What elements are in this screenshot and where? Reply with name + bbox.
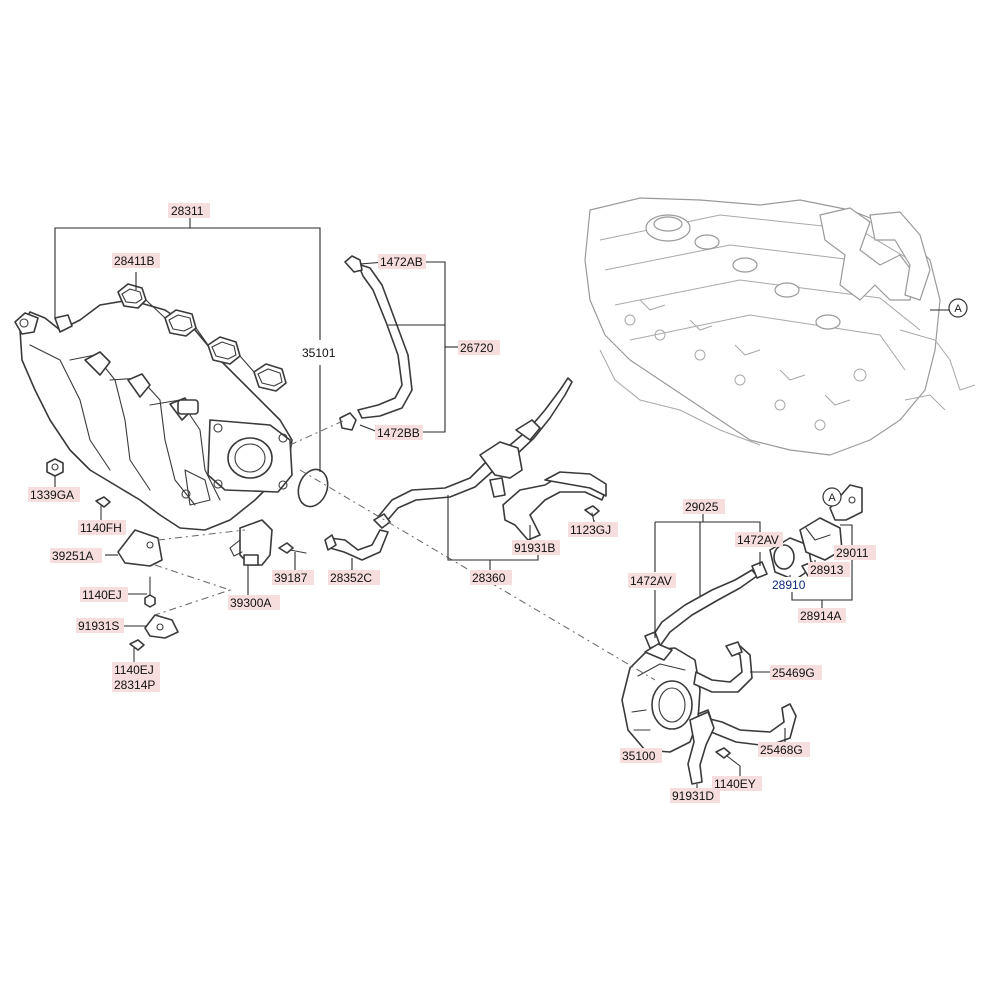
- svg-text:28910: 28910: [772, 578, 806, 592]
- svg-text:28314P: 28314P: [114, 678, 155, 692]
- bolt-39187-illustration: [278, 542, 307, 554]
- svg-text:25469G: 25469G: [772, 666, 815, 680]
- svg-text:1123GJ: 1123GJ: [570, 523, 611, 537]
- bracket-91931d-illustration: [687, 711, 715, 785]
- part-label-28910: 28910: [770, 577, 812, 592]
- intake-manifold-illustration: [14, 299, 293, 531]
- svg-text:35100: 35100: [622, 749, 656, 763]
- svg-text:35101: 35101: [302, 346, 336, 360]
- o-ring-illustration: [297, 468, 329, 508]
- part-label-35100: 35100: [620, 748, 662, 763]
- part-label-25468g: 25468G: [758, 742, 810, 757]
- part-label-1472ab: 1472AB: [378, 254, 426, 269]
- part-label-39251a: 39251A: [50, 548, 102, 563]
- breather-tube-28360-illustration: [377, 377, 573, 523]
- part-label-1140fh: 1140FH: [78, 520, 126, 535]
- part-label-1472av-lower: 1472AV: [628, 573, 676, 588]
- hose-28352c-illustration: [324, 513, 391, 561]
- coolant-hose-25469g-illustration: [693, 641, 753, 693]
- intake-gasket-illustration: [117, 283, 287, 392]
- svg-text:91931D: 91931D: [672, 789, 714, 803]
- svg-text:25468G: 25468G: [760, 743, 803, 757]
- svg-text:1140EJ: 1140EJ: [82, 588, 122, 602]
- svg-text:29011: 29011: [836, 546, 869, 560]
- part-label-28360: 28360: [470, 570, 512, 585]
- bolt-1123gj-illustration: [584, 505, 600, 523]
- bracket-91931b-illustration: [502, 471, 607, 541]
- part-label-1123gj: 1123GJ: [568, 522, 618, 537]
- part-label-1140ey: 1140EY: [712, 776, 762, 791]
- svg-text:1472AB: 1472AB: [380, 255, 423, 269]
- bracket-reference-marker: A: [822, 487, 842, 507]
- bolt-1140ey-illustration: [715, 747, 741, 767]
- valve-bracket-29011-illustration: [829, 484, 863, 521]
- svg-text:28360: 28360: [472, 571, 506, 585]
- svg-text:28352C: 28352C: [330, 571, 372, 585]
- svg-text:1140EY: 1140EY: [714, 777, 756, 791]
- map-sensor-illustration: [229, 519, 273, 566]
- throttle-body-illustration: [621, 643, 701, 753]
- svg-text:1472AV: 1472AV: [737, 533, 779, 547]
- svg-text:28311: 28311: [171, 204, 204, 218]
- engine-block-illustration: [584, 197, 976, 456]
- part-label-28913: 28913: [808, 562, 850, 577]
- svg-text:1472AV: 1472AV: [630, 574, 672, 588]
- svg-text:28913: 28913: [810, 563, 844, 577]
- part-label-28314p: 28314P: [112, 677, 160, 692]
- part-label-1472bb: 1472BB: [375, 425, 423, 440]
- part-label-35101: 35101: [300, 345, 342, 360]
- vacuum-hose-26720-illustration: [339, 255, 413, 431]
- part-label-26720: 26720: [458, 340, 500, 355]
- nut-illustration: [46, 458, 64, 477]
- svg-text:28411B: 28411B: [114, 254, 154, 268]
- part-label-28914a: 28914A: [798, 608, 846, 623]
- bolt-1140fh-illustration: [95, 496, 111, 521]
- part-label-39300a: 39300A: [228, 595, 280, 610]
- bracket-91931s-illustration: [144, 614, 179, 639]
- svg-text:91931S: 91931S: [78, 619, 119, 633]
- part-label-28352c: 28352C: [328, 570, 380, 585]
- svg-text:39300A: 39300A: [230, 596, 271, 610]
- part-label-91931b: 91931B: [512, 540, 560, 555]
- svg-text:28914A: 28914A: [800, 609, 841, 623]
- svg-text:29025: 29025: [685, 500, 719, 514]
- svg-text:26720: 26720: [460, 341, 494, 355]
- svg-text:1140FH: 1140FH: [80, 521, 122, 535]
- bracket-39251a-illustration: [117, 529, 163, 567]
- part-label-91931d: 91931D: [670, 788, 720, 803]
- svg-text:1472BB: 1472BB: [377, 426, 420, 440]
- part-label-39187: 39187: [272, 570, 314, 585]
- engine-reference-marker: A: [930, 298, 968, 318]
- svg-text:39251A: 39251A: [52, 549, 93, 563]
- part-label-1140ej-upper: 1140EJ: [80, 587, 128, 602]
- purge-hose-29025-illustration: [644, 561, 768, 649]
- part-label-1140ej-lower: 1140EJ: [112, 662, 160, 677]
- svg-text:39187: 39187: [274, 571, 308, 585]
- part-label-1472av-upper: 1472AV: [735, 532, 783, 547]
- bracket-ref-letter: A: [828, 492, 836, 504]
- engine-ref-letter: A: [954, 303, 962, 315]
- bolt-28314p-illustration: [129, 639, 145, 663]
- part-label-29011: 29011: [834, 545, 876, 560]
- part-label-1339ga: 1339GA: [28, 487, 80, 502]
- svg-text:1140EJ: 1140EJ: [114, 663, 154, 677]
- part-label-28311: 28311: [168, 203, 210, 218]
- part-label-25469g: 25469G: [770, 665, 822, 680]
- part-label-29025: 29025: [683, 499, 725, 514]
- svg-text:91931B: 91931B: [514, 541, 555, 555]
- part-label-91931s: 91931S: [76, 618, 124, 633]
- svg-text:1339GA: 1339GA: [30, 488, 74, 502]
- part-label-28411b: 28411B: [112, 253, 160, 268]
- bolt-1140ej-illustration: [144, 576, 156, 608]
